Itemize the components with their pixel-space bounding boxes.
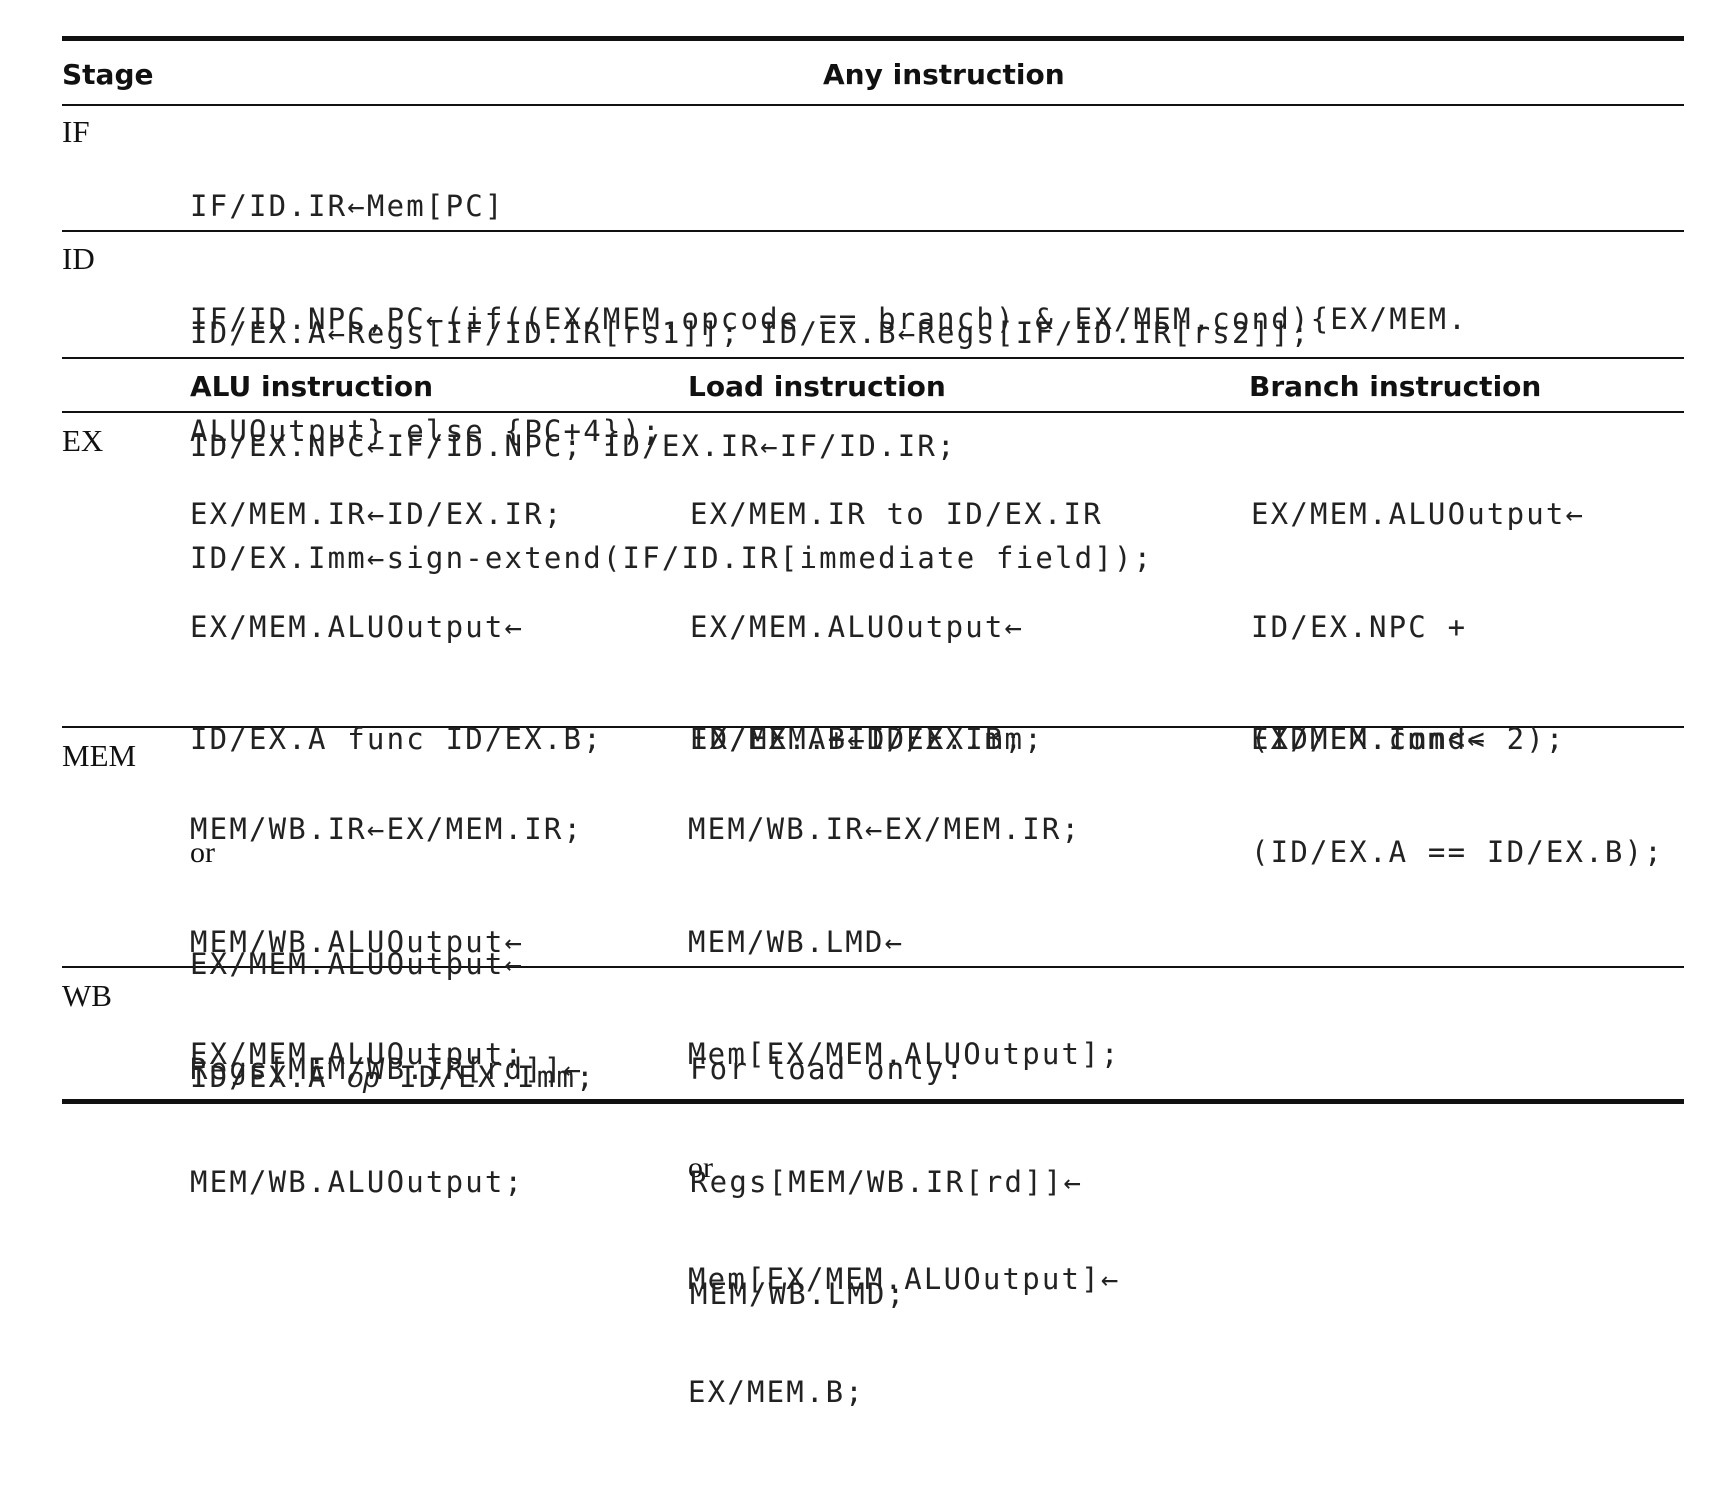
stage-label-if: IF bbox=[62, 114, 90, 149]
code-line: ID/EX.A op ID/EX.Imm; bbox=[190, 1059, 603, 1097]
header-rule bbox=[62, 104, 1684, 106]
code-line: ALUOutput} else {PC+4}); bbox=[190, 414, 662, 448]
code-line: EX/MEM.IR←ID/EX.IR; bbox=[190, 497, 564, 531]
code-line: MEM/WB.IR←EX/MEM.IR; bbox=[190, 812, 584, 846]
id-any-instruction-cell: ID/EX.A←Regs[IF/ID.IR[rs1]]; ID/EX.B←Reg… bbox=[190, 240, 1311, 653]
code-line: (ID/EX.A == ID/EX.B); bbox=[1251, 834, 1664, 869]
code-line: MEM/WB.ALUOutput; bbox=[190, 1164, 525, 1199]
code-line: Mem[EX/MEM.ALUOutput]; bbox=[688, 1037, 1121, 1071]
code-fragment: ID/EX.A bbox=[190, 1059, 348, 1094]
mem-alu-cell: MEM/WB.IR←EX/MEM.IR; MEM/WB.ALUOutput← E… bbox=[190, 736, 583, 1149]
code-line: ID/EX.Imm←sign-extend(IF/ID.IR[immediate… bbox=[190, 541, 1154, 575]
ex-branch-cell-bottom: EX/MEM.cond← (ID/EX.A == ID/EX.B); bbox=[1251, 646, 1664, 946]
row-divider-if-id bbox=[62, 230, 1684, 232]
row-divider-ex-mem bbox=[62, 726, 1684, 728]
code-line: (ID/EX.Imm<< 2); bbox=[1251, 722, 1566, 756]
code-line: EX/MEM.ALUOutput← bbox=[190, 609, 525, 644]
column-header-stage: Stage bbox=[62, 58, 154, 91]
subheader-rule bbox=[62, 411, 1684, 413]
stage-label-ex: EX bbox=[62, 423, 104, 458]
table-bottom-rule bbox=[62, 1099, 1684, 1104]
code-line: MEM/WB.ALUOutput← bbox=[190, 924, 525, 959]
code-line: MEM/WB.LMD← bbox=[688, 924, 905, 959]
code-line: For load only: bbox=[690, 1052, 966, 1086]
stage-label-mem: MEM bbox=[62, 738, 137, 773]
code-line: MEM/WB.LMD; bbox=[690, 1277, 907, 1311]
column-header-any-instruction: Any instruction bbox=[823, 58, 1065, 91]
code-line: Regs[MEM/WB.IR[rd]]← bbox=[190, 1052, 584, 1086]
row-divider-id-subheader bbox=[62, 357, 1684, 359]
op-italic: op bbox=[347, 1061, 380, 1094]
code-line: ID/EX.NPC + bbox=[1251, 609, 1468, 644]
code-line: EX/MEM.B←ID/EX.B; bbox=[690, 722, 1025, 756]
column-header-branch-instruction: Branch instruction bbox=[1249, 370, 1542, 403]
ex-branch-cell-top: EX/MEM.ALUOutput← ID/EX.NPC + (ID/EX.Imm… bbox=[1251, 421, 1585, 834]
ex-alu-cell: EX/MEM.IR←ID/EX.IR; EX/MEM.ALUOutput← ID… bbox=[190, 421, 603, 1171]
code-line: EX/MEM.ALUOutput← bbox=[190, 947, 525, 981]
code-line: IF/ID.NPC,PC←(if((EX/MEM.opcode == branc… bbox=[190, 301, 1468, 336]
code-line: ID/EX.A←Regs[IF/ID.IR[rs1]]; ID/EX.B←Reg… bbox=[190, 316, 1311, 350]
or-label: or bbox=[190, 835, 215, 869]
if-any-instruction-cell: IF/ID.IR←Mem[PC] IF/ID.NPC,PC←(if((EX/ME… bbox=[190, 113, 1468, 526]
code-line: EX/MEM.IR to ID/EX.IR bbox=[690, 497, 1103, 531]
code-line: Regs[MEM/WB.IR[rd]]← bbox=[690, 1164, 1084, 1199]
code-line: ID/EX.A+ID/EX.Imm; bbox=[690, 722, 1044, 756]
column-header-alu-instruction: ALU instruction bbox=[190, 370, 434, 403]
code-line: EX/MEM.ALUOutput← bbox=[690, 609, 1025, 644]
code-line: ID/EX.A func ID/EX.B; bbox=[190, 722, 603, 756]
column-header-load-instruction: Load instruction bbox=[688, 370, 946, 403]
code-line: MEM/WB.IR←EX/MEM.IR; bbox=[688, 812, 1082, 846]
stage-label-id: ID bbox=[62, 241, 95, 276]
code-fragment: ID/EX.Imm; bbox=[379, 1059, 596, 1094]
ex-load-cell-bottom: EX/MEM.B←ID/EX.B; bbox=[690, 646, 1024, 834]
row-divider-mem-wb bbox=[62, 966, 1684, 968]
ex-load-cell-top: EX/MEM.IR to ID/EX.IR EX/MEM.ALUOutput← … bbox=[690, 421, 1103, 834]
code-line: IF/ID.IR←Mem[PC] bbox=[190, 189, 505, 223]
pipeline-stage-table: Stage Any instruction IF IF/ID.IR←Mem[PC… bbox=[62, 36, 1684, 1409]
wb-load-cell: For load only: Regs[MEM/WB.IR[rd]]← MEM/… bbox=[690, 976, 1083, 1389]
code-line: ID/EX.NPC←IF/ID.NPC; ID/EX.IR←IF/ID.IR; bbox=[190, 428, 957, 463]
code-line: EX/MEM.ALUOutput; bbox=[190, 1037, 525, 1071]
wb-alu-cell: Regs[MEM/WB.IR[rd]]← MEM/WB.ALUOutput; bbox=[190, 976, 583, 1276]
code-line: EX/MEM.ALUOutput← bbox=[1251, 497, 1586, 531]
stage-label-wb: WB bbox=[62, 978, 112, 1013]
table-top-rule bbox=[62, 36, 1684, 41]
code-line: EX/MEM.cond← bbox=[1251, 722, 1487, 756]
